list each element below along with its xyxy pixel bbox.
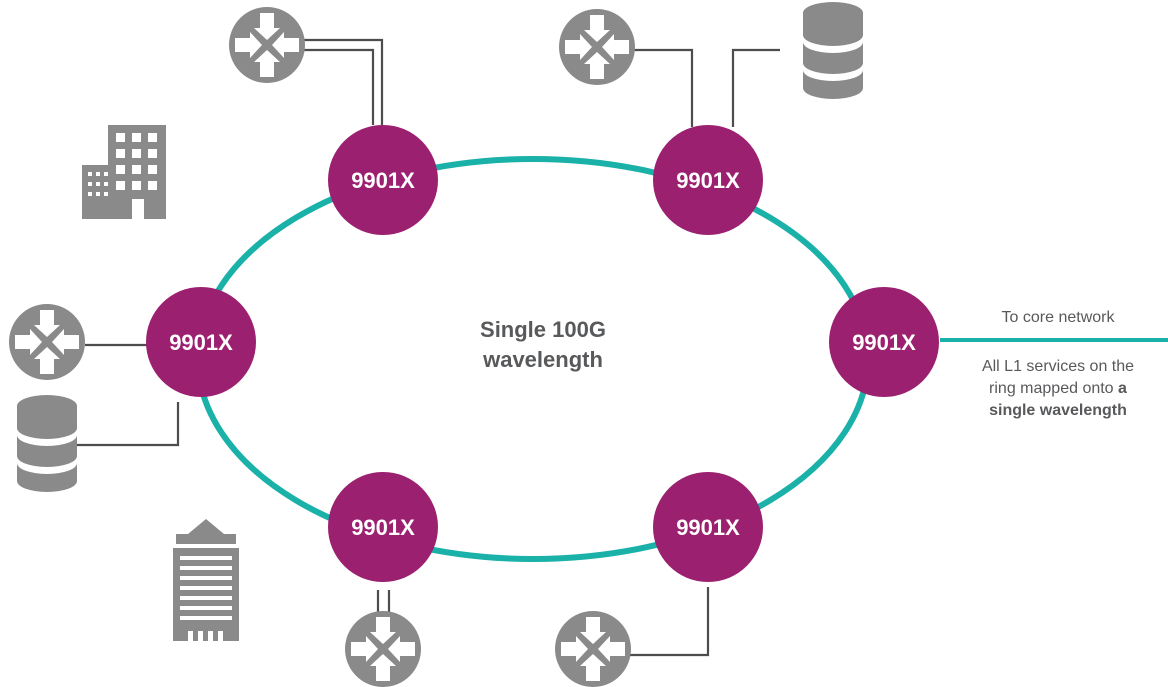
link-router-topright (633, 48, 694, 127)
ring-center-label-line1: Single 100G (480, 317, 606, 342)
ring-node-top-right: 9901X (653, 125, 763, 235)
router-icon (229, 7, 305, 83)
core-network-note-line2-bold: a (1118, 380, 1127, 397)
router-icon (555, 611, 631, 687)
node-label: 9901X (676, 168, 740, 193)
office-building-icon (82, 125, 166, 219)
core-network-note-line2: ring mapped onto a (953, 378, 1163, 400)
core-network-label: To core network (1001, 309, 1115, 326)
database-icon (803, 2, 863, 99)
node-label: 9901X (852, 330, 916, 355)
core-network-note-line3: single wavelength (953, 400, 1163, 422)
router-icon (345, 611, 421, 687)
core-network-note: All L1 services on the ring mapped onto … (953, 356, 1163, 422)
connection-lines (72, 38, 780, 657)
ring-node-bottom-right: 9901X (653, 472, 763, 582)
node-label: 9901X (351, 515, 415, 540)
core-network-note-line2-plain: ring mapped onto (989, 380, 1119, 397)
skyscraper-icon (173, 519, 239, 641)
ring-node-bottom-left: 9901X (328, 472, 438, 582)
ring-node-top-left: 9901X (328, 125, 438, 235)
router-icon (559, 9, 635, 85)
ring-center-label-line2: wavelength (482, 347, 603, 372)
node-label: 9901X (351, 168, 415, 193)
node-label: 9901X (676, 515, 740, 540)
router-icon (9, 304, 85, 380)
link-db-left (72, 402, 180, 447)
link-router-topleft-b (285, 48, 375, 125)
ring-node-right: 9901X (829, 287, 939, 397)
core-network-note-line3-bold: single wavelength (989, 402, 1127, 419)
link-db-topright (731, 48, 780, 127)
link-router-topleft-a (280, 38, 384, 125)
core-network-note-line1: All L1 services on the (981, 358, 1135, 375)
node-label: 9901X (169, 330, 233, 355)
ring-node-left: 9901X (146, 287, 256, 397)
database-icon (17, 395, 77, 492)
link-router-bottomright (620, 587, 710, 657)
